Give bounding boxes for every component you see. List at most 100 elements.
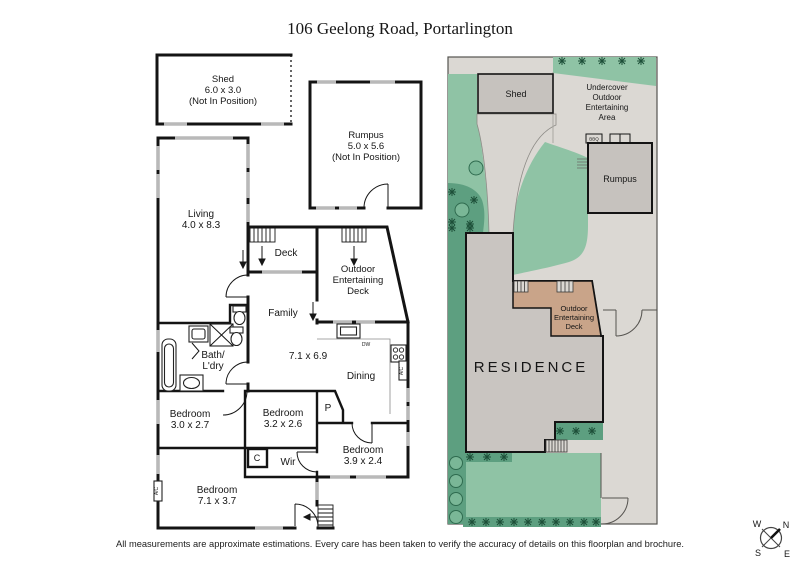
wir-label: Wir (281, 457, 297, 468)
site-undercover-label: Undercover Outdoor Entertaining Area (586, 83, 629, 122)
compass-needle (770, 528, 781, 539)
family-label: Family (268, 308, 297, 319)
cooktop-burners (392, 347, 405, 360)
kitchen-bench (317, 338, 391, 414)
bedroom2-label: Bedroom (263, 408, 304, 419)
oed-label-2: Entertaining (333, 275, 384, 286)
bathtub-inner (163, 343, 175, 388)
deck-stairs (249, 226, 276, 243)
cupboard-label: C (254, 453, 261, 463)
bedroom2-dims: 3.2 x 2.6 (264, 419, 303, 430)
bedroom1-label: Bedroom (170, 409, 211, 420)
rumpus-dims: 5.0 x 5.6 (348, 141, 384, 152)
compass-north: N (783, 520, 790, 530)
basin (182, 376, 201, 390)
pantry-label: P (325, 403, 332, 414)
dishwasher-label: DW (362, 342, 371, 348)
bedroom3-dims: 3.9 x 2.4 (344, 456, 383, 467)
ac-unit-right (398, 360, 408, 381)
svg-text:Area: Area (599, 113, 616, 122)
disclaimer-text: All measurements are approximate estimat… (116, 539, 684, 549)
living-door (225, 274, 249, 298)
stairs (249, 226, 367, 528)
bedroom3-label: Bedroom (343, 445, 384, 456)
oed-label-3: Deck (347, 286, 369, 297)
garden-strip-left (448, 233, 466, 524)
house-windows (156, 136, 410, 530)
shed-outbuilding: Shed 6.0 x 3.0 (Not In Position) (155, 53, 293, 126)
site-deck-stairs (513, 280, 574, 293)
site-shed-label: Shed (505, 89, 526, 99)
site-deck-label: Outdoor Entertaining Deck (554, 304, 594, 331)
bush (449, 474, 463, 488)
kitchen-sink-inner (339, 326, 358, 336)
wir-door (296, 451, 318, 473)
door-arcs (191, 274, 373, 528)
site-rumpus-label: Rumpus (603, 174, 637, 184)
bush (449, 510, 463, 524)
arrows (239, 246, 358, 521)
bush (468, 160, 484, 176)
laundry-trough-inner (191, 328, 206, 340)
svg-text:Outdoor: Outdoor (560, 304, 588, 313)
bbq-label: BBQ (589, 137, 599, 142)
compass-circle (759, 526, 783, 550)
shed-label: Shed (212, 74, 234, 85)
site-outdoor-deck (512, 280, 602, 337)
laundry-bifold (191, 342, 200, 360)
rumpus-windows (316, 80, 395, 210)
rumpus-label: Rumpus (348, 130, 384, 141)
svg-text:Deck: Deck (565, 322, 582, 331)
site-shed (477, 73, 554, 114)
svg-text:Outdoor: Outdoor (593, 93, 622, 102)
bushes (449, 160, 484, 524)
toilet-2-bowl (230, 331, 243, 347)
dining-label: Dining (347, 371, 375, 382)
svg-text:Undercover: Undercover (586, 83, 628, 92)
bath-label-1: Bath/ (201, 350, 225, 361)
entry-stairs (317, 504, 334, 528)
family-dining-dims: 7.1 x 6.9 (289, 351, 328, 362)
rumpus-door (363, 183, 389, 209)
compass-rose: W N S E (753, 519, 790, 559)
room-labels: Living 4.0 x 8.3 Deck Outdoor Entertaini… (154, 209, 405, 507)
svg-text:Entertaining: Entertaining (586, 103, 629, 112)
bush (449, 492, 463, 506)
side-gate (615, 309, 643, 337)
page-title: 106 Geelong Road, Portarlington (287, 19, 513, 38)
main-house: Living 4.0 x 8.3 Deck Outdoor Entertaini… (153, 136, 410, 530)
floorplan: Shed 6.0 x 3.0 (Not In Position) Rumpus … (153, 53, 423, 530)
deck-label: Deck (275, 248, 299, 259)
shed-dims: 6.0 x 3.0 (205, 85, 241, 96)
compass-west: W (753, 519, 762, 529)
residence-rear-stairs (545, 439, 568, 453)
lawn-central (513, 142, 588, 275)
undercover-steps (577, 158, 588, 169)
bath-door (225, 361, 249, 385)
svg-text:Entertaining: Entertaining (554, 313, 594, 322)
shower-cross (209, 323, 234, 347)
fixtures (153, 305, 408, 502)
bedroom4-dims: 7.1 x 3.7 (198, 496, 237, 507)
lawn-bottom (463, 453, 601, 517)
bush (449, 456, 463, 470)
bedroom4-label: Bedroom (197, 485, 238, 496)
site-plan: BBQ Shed Rumpus Undercover Outdoor Enter… (447, 56, 658, 527)
lawn-top-wedge (553, 57, 656, 86)
compass-east: E (784, 549, 790, 559)
shed-note: (Not In Position) (189, 96, 257, 107)
site-rumpus (587, 142, 653, 214)
oed-label-1: Outdoor (341, 264, 375, 275)
bath-label-2: L'dry (202, 361, 223, 372)
toilet-1-bowl (233, 310, 246, 326)
living-dims: 4.0 x 8.3 (182, 220, 221, 231)
ac-unit-left (153, 480, 163, 502)
bush (454, 202, 470, 218)
site-residence-label: RESIDENCE (474, 359, 589, 376)
shed-walls (155, 53, 293, 126)
hall-door (222, 390, 248, 416)
compass-south: S (755, 548, 761, 558)
cooktop (390, 344, 407, 363)
